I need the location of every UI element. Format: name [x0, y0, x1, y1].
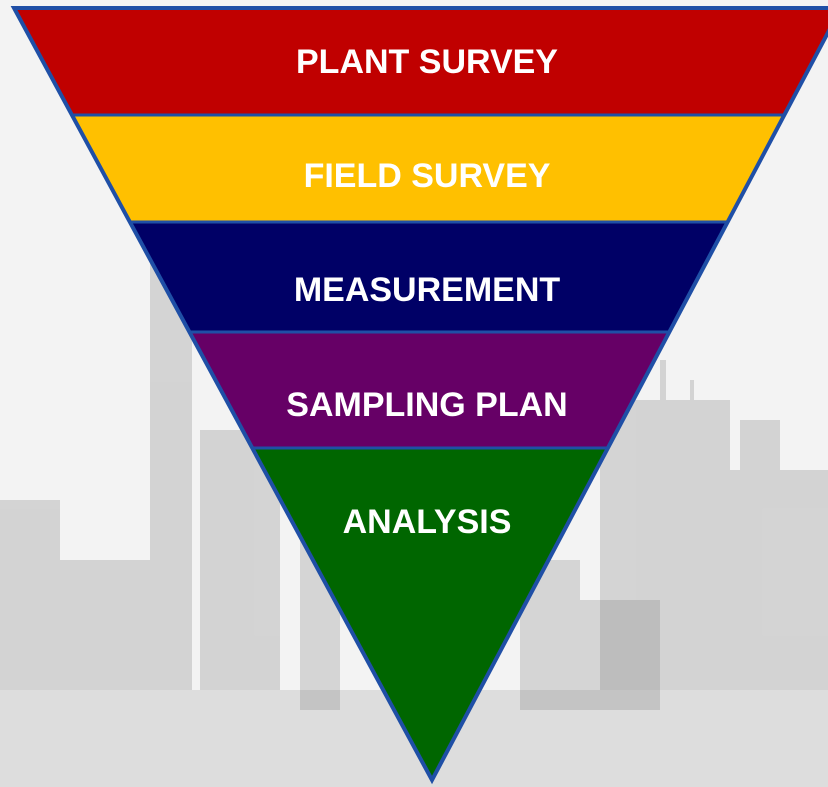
- funnel-layers: [11, 6, 828, 784]
- funnel-labels: PLANT SURVEY FIELD SURVEY MEASUREMENT SAMPL…: [286, 43, 567, 541]
- funnel-outline: [10, 6, 828, 785]
- funnel-layer-label-1: PLANT SURVEY: [296, 43, 558, 81]
- funnel-layer-label-2: FIELD SURVEY: [304, 157, 551, 195]
- funnel-layer-label-4: SAMPLING PLAN: [286, 386, 567, 424]
- funnel-layer-label-3: MEASUREMENT: [294, 271, 561, 309]
- funnel-layer-5: [249, 446, 611, 784]
- funnel-layer-label-5: ANALYSIS: [343, 503, 512, 541]
